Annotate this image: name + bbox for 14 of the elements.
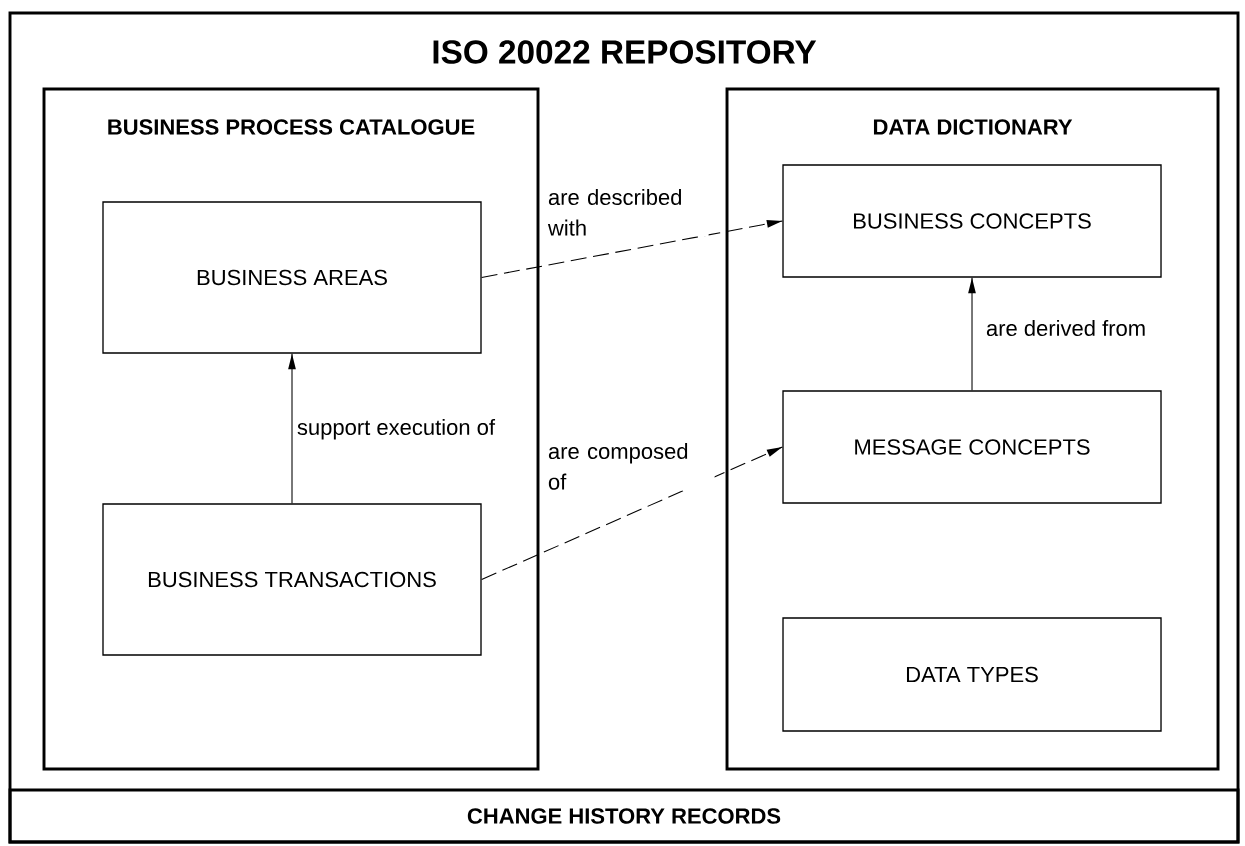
concept-box: BUSINESS TRANSACTIONS	[102, 503, 482, 656]
concept-box: DATA TYPES	[782, 617, 1162, 732]
arrow	[288, 353, 296, 504]
edge-label: are derived from	[985, 319, 1147, 337]
concept-box: MESSAGE CONCEPTS	[782, 390, 1162, 504]
concept-box: BUSINESS CONCEPTS	[782, 164, 1162, 278]
records-band: CHANGE HISTORY RECORDS	[8, 788, 1240, 844]
edge-label: are composed of	[547, 442, 715, 491]
arrow	[481, 220, 783, 278]
concept-box: BUSINESS AREAS	[102, 201, 482, 354]
arrow	[481, 446, 783, 581]
edge-label: support execution of	[296, 418, 496, 441]
edge-label: are described with	[547, 188, 709, 237]
arrow	[968, 277, 976, 391]
